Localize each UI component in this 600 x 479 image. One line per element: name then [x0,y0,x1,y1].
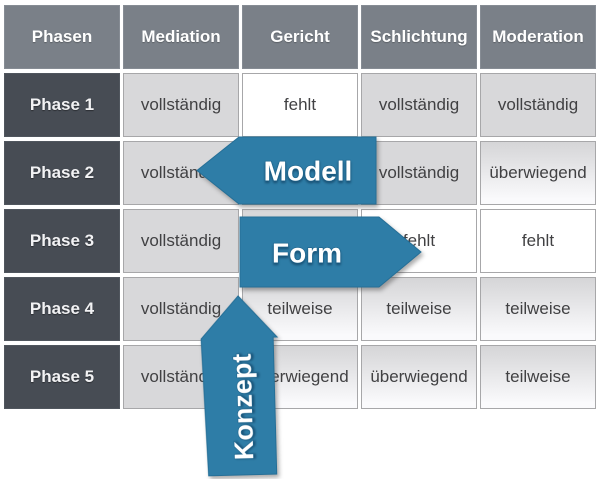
value-cell: vollständig [123,73,239,137]
row-header-phase-4: Phase 4 [4,277,120,341]
value-cell: überwiegend [480,141,596,205]
row-header-phase-3: Phase 3 [4,209,120,273]
column-header-gericht: Gericht [242,5,358,69]
column-header-moderation: Moderation [480,5,596,69]
row-header-phase-5: Phase 5 [4,345,120,409]
row-header-phase-1: Phase 1 [4,73,120,137]
column-header-mediation: Mediation [123,5,239,69]
value-cell: überwiegend [361,345,477,409]
value-cell: vollständig [361,141,477,205]
value-cell: vollständig [361,73,477,137]
form-arrow-label: Form [272,238,342,269]
konzept-arrow-label: Konzept [227,353,260,460]
modell-arrow-label: Modell [264,156,353,187]
phases-comparison-table: Phasen Mediation Gericht Schlichtung Mod… [4,5,596,409]
value-cell: vollständig [123,209,239,273]
row-header-phase-2: Phase 2 [4,141,120,205]
value-cell: teilweise [361,277,477,341]
column-header-phasen: Phasen [4,5,120,69]
value-cell: teilweise [480,277,596,341]
value-cell: teilweise [480,345,596,409]
value-cell: fehlt [480,209,596,273]
form-right-arrow-icon: Form [239,216,422,288]
value-cell: vollständig [480,73,596,137]
column-header-schlichtung: Schlichtung [361,5,477,69]
value-cell: fehlt [242,73,358,137]
konzept-up-arrow-icon: Konzept [200,295,279,477]
modell-left-arrow-icon: Modell [196,136,377,205]
